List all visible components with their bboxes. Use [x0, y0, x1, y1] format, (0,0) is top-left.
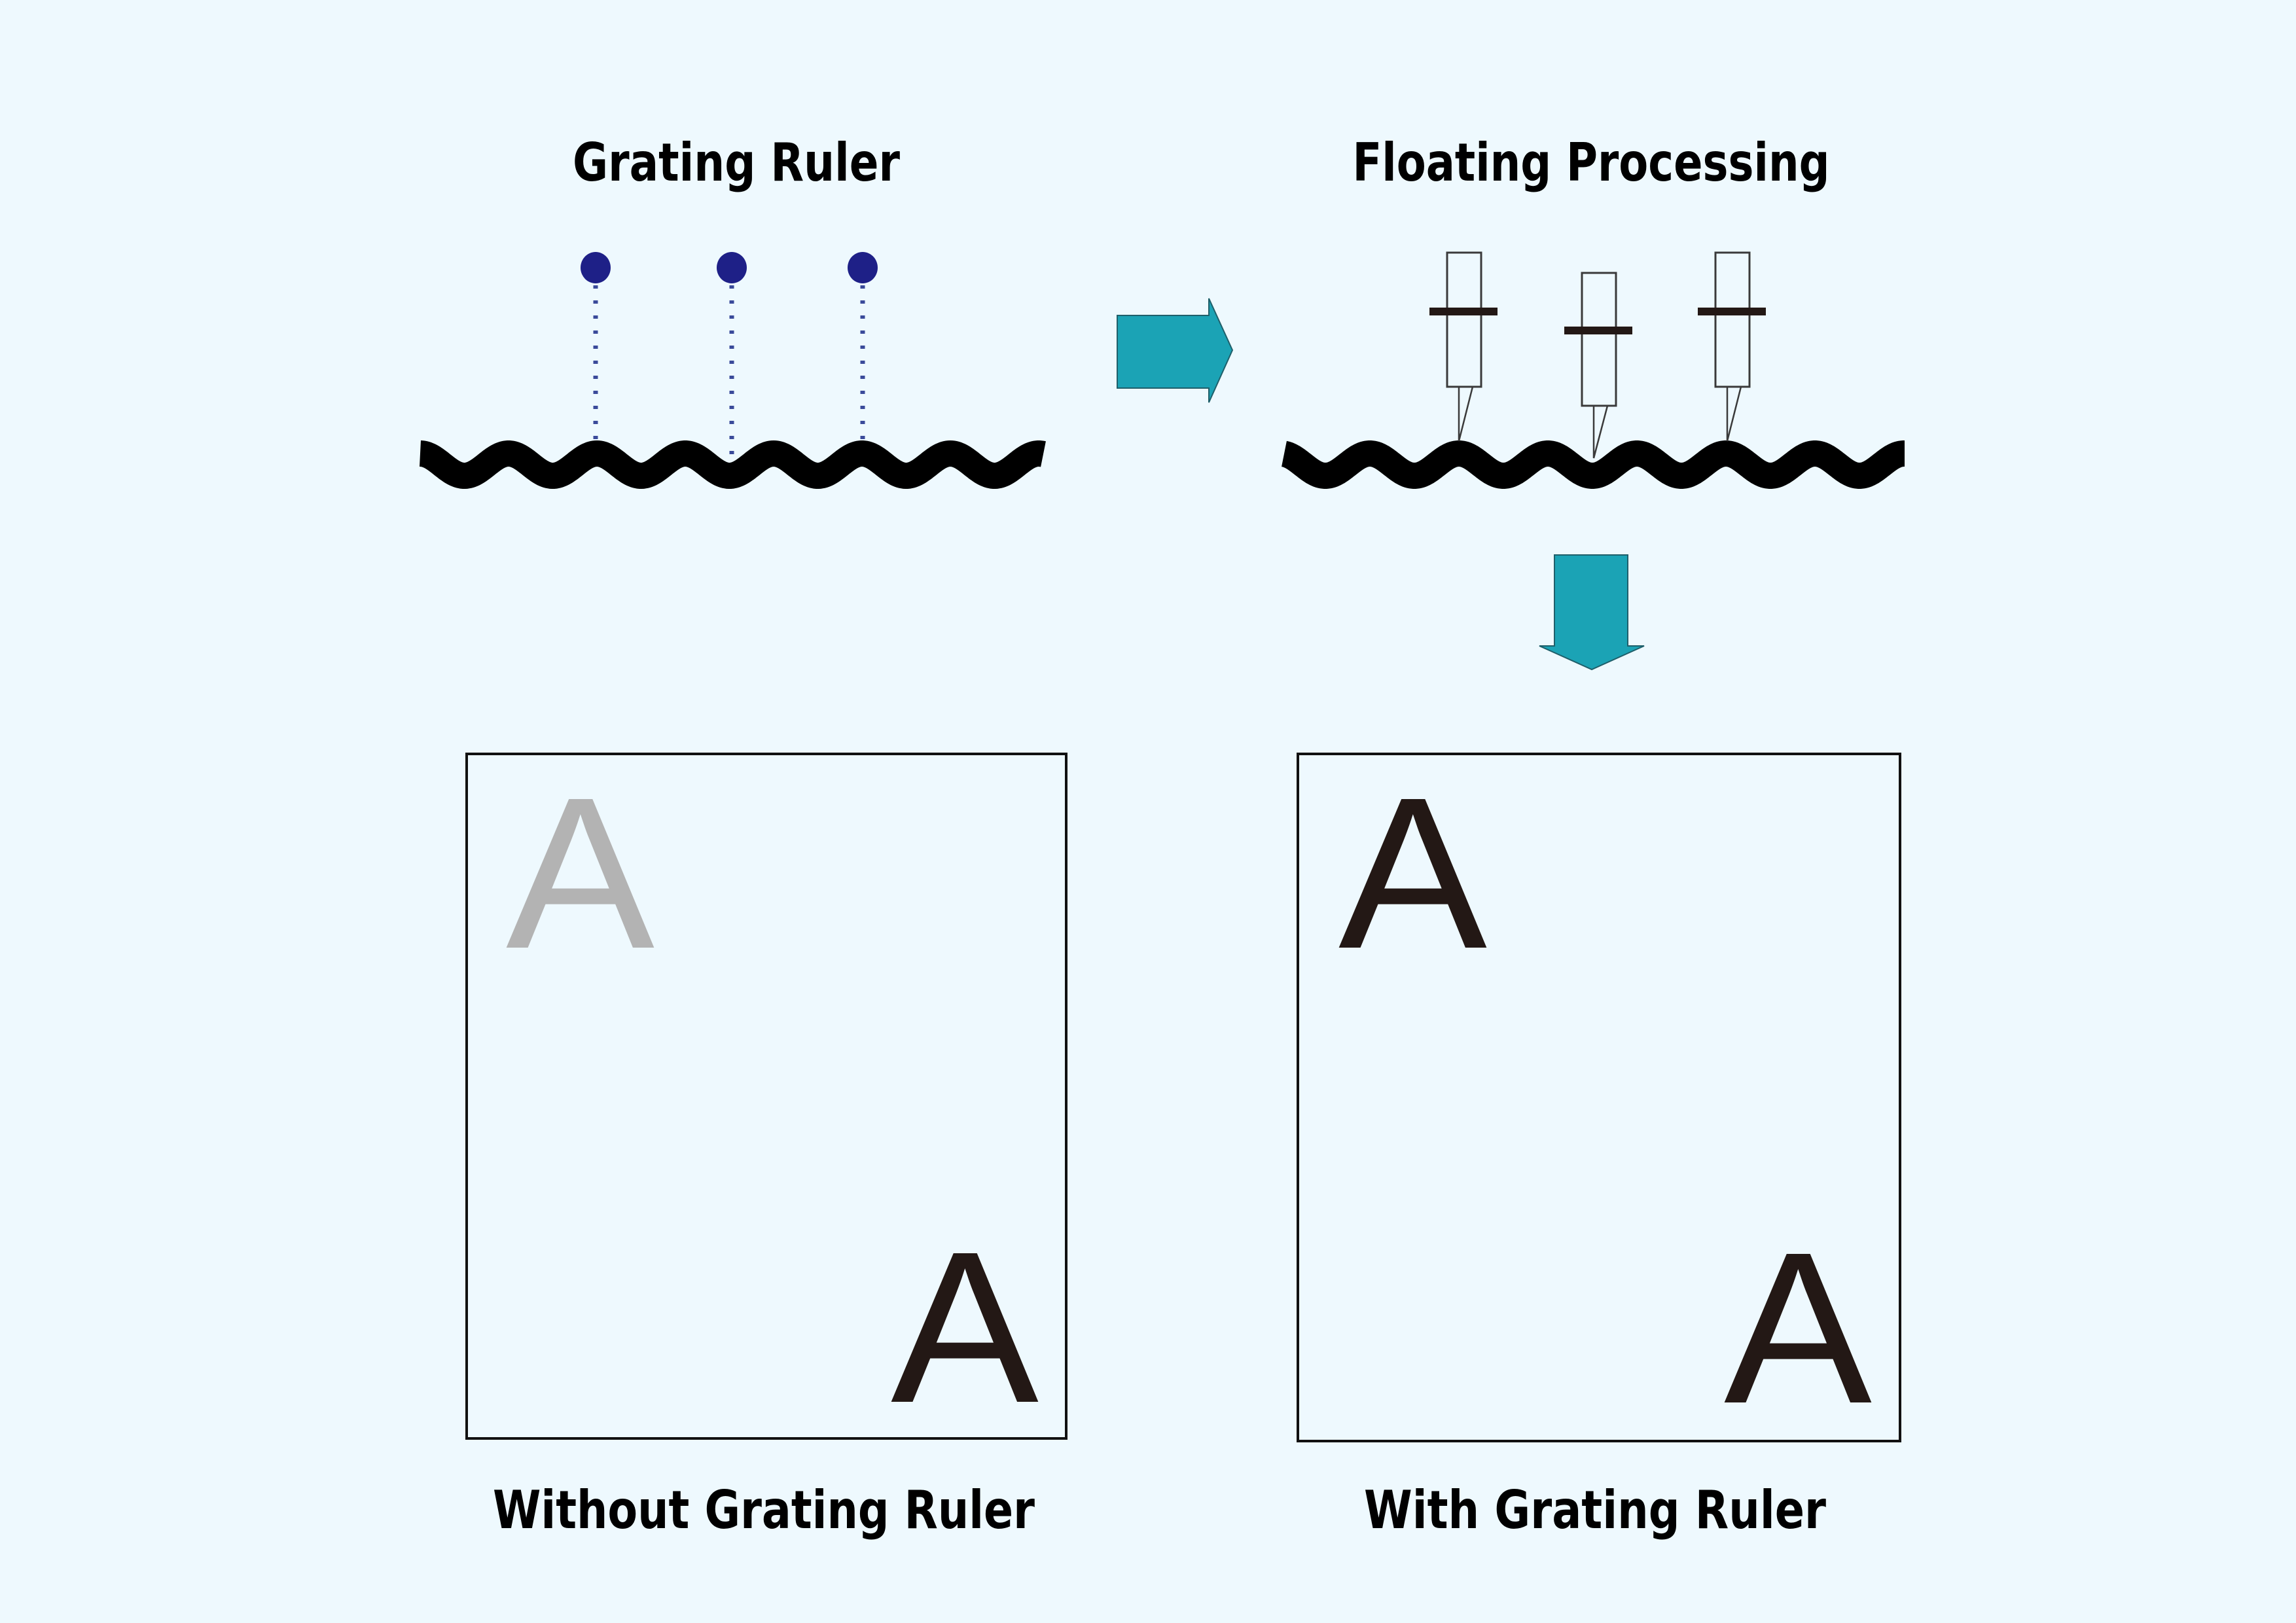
- print-mark-bottom-right: A: [1724, 1207, 1873, 1448]
- sensor-probe: [581, 252, 611, 442]
- sensor-probe: [848, 252, 878, 442]
- grating-ruler-panel: [420, 252, 1046, 489]
- tool-blade: [1592, 405, 1609, 459]
- sensor-head-icon: [717, 252, 747, 283]
- arrow-right-icon: [1117, 298, 1234, 403]
- tool-clamp-band: [1564, 327, 1632, 334]
- tool-holder: [1714, 251, 1751, 388]
- floating-processing-panel: [1282, 251, 1905, 489]
- floating-tool-icon: [1698, 251, 1766, 442]
- tool-blade: [1458, 386, 1474, 442]
- caption-with-grating-ruler: With Grating Ruler: [1364, 1480, 1826, 1541]
- tool-clamp-band: [1429, 308, 1498, 315]
- floating-processing-title: Floating Processing: [1353, 132, 1830, 193]
- sensor-probes: [581, 252, 878, 466]
- wavy-surface-right: [1282, 440, 1905, 489]
- sample-sheet-with: [1297, 753, 1901, 1442]
- tool-blade: [1726, 386, 1742, 442]
- print-mark-top-left-misaligned: A: [506, 752, 656, 993]
- arrow-down-icon: [1539, 554, 1645, 671]
- sensor-probe: [717, 252, 747, 466]
- sensor-head-icon: [581, 252, 611, 283]
- grating-ruler-title: Grating Ruler: [573, 132, 900, 193]
- cutting-tools: [1429, 251, 1766, 459]
- caption-without-grating-ruler: Without Grating Ruler: [493, 1480, 1035, 1541]
- result-without-grating-ruler: A A: [465, 752, 1067, 1448]
- floating-tool-icon: [1564, 272, 1632, 459]
- tool-holder: [1446, 251, 1482, 388]
- floating-tool-icon: [1429, 251, 1498, 442]
- sample-sheet-without: [465, 753, 1067, 1440]
- print-mark-bottom-right: A: [891, 1206, 1040, 1448]
- print-mark-top-left-aligned: A: [1338, 752, 1488, 993]
- tool-holder: [1581, 272, 1617, 407]
- sensor-head-icon: [848, 252, 878, 283]
- tool-clamp-band: [1698, 308, 1766, 315]
- wavy-surface-left: [420, 440, 1046, 489]
- result-with-grating-ruler: A A: [1297, 752, 1901, 1448]
